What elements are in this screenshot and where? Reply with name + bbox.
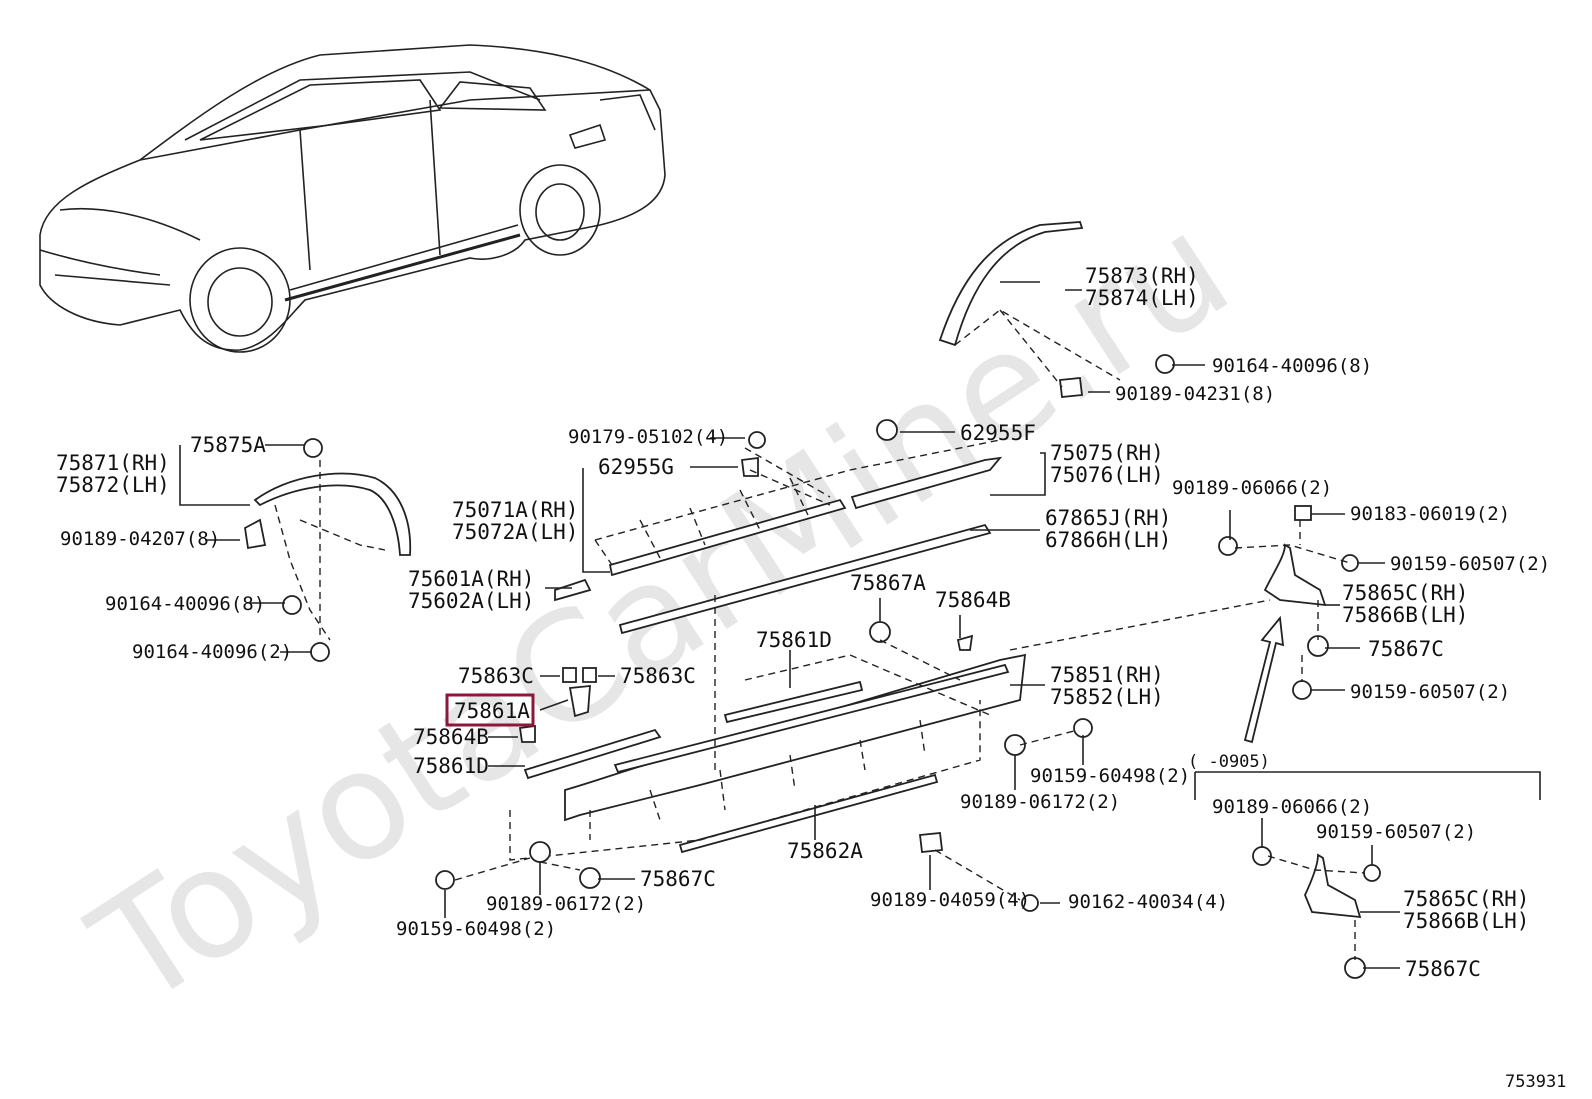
figure-number: 753931 xyxy=(1505,1072,1566,1092)
label-90189-06066-2-bot[interactable]: 90189-06066(2) xyxy=(1212,796,1372,818)
wheel-arch-molding-front xyxy=(253,460,412,641)
label-75867c-bot[interactable]: 75867C xyxy=(1405,957,1481,981)
label-75862a[interactable]: 75862A xyxy=(787,839,863,863)
bracket-75865c-bot xyxy=(1304,853,1362,919)
label-62955g[interactable]: 62955G xyxy=(598,455,674,479)
label-75852-lh[interactable]: 75852(LH) xyxy=(1050,685,1164,709)
label-75866b-lh-bot[interactable]: 75866B(LH) xyxy=(1403,909,1529,933)
label-62955f[interactable]: 62955F xyxy=(960,421,1036,445)
variant-bracket-frame xyxy=(1194,771,1541,800)
label-90159-60507-2-c[interactable]: 90159-60507(2) xyxy=(1316,821,1476,843)
label-75865c-rh-top[interactable]: 75865C(RH) xyxy=(1342,581,1468,605)
leader-lines xyxy=(179,289,1400,969)
label-75861d-top[interactable]: 75861D xyxy=(756,628,832,652)
label-90159-60498-2-mid[interactable]: 90159-60498(2) xyxy=(1030,765,1190,787)
label-75874-lh[interactable]: 75874(LH) xyxy=(1085,286,1199,310)
dashed-guides xyxy=(454,309,1366,960)
label-90179-05102-4[interactable]: 90179-05102(4) xyxy=(568,426,728,448)
fasteners xyxy=(244,354,1381,979)
highlight-box xyxy=(445,693,535,727)
label-90164-40096-8[interactable]: 90164-40096(8) xyxy=(105,593,265,615)
rocker-molding-upper xyxy=(618,523,992,635)
label-75076-lh[interactable]: 75076(LH) xyxy=(1050,463,1164,487)
bracket-75865c-top xyxy=(1263,543,1327,607)
label-90162-40034-4[interactable]: 90162-40034(4) xyxy=(1068,891,1228,913)
label-75871-rh[interactable]: 75871(RH) xyxy=(56,451,170,475)
label-67866h-lh[interactable]: 67866H(LH) xyxy=(1045,528,1171,552)
car-illustration xyxy=(39,44,666,353)
label-75861d[interactable]: 75861D xyxy=(413,754,489,778)
label-75867c-mid[interactable]: 75867C xyxy=(640,867,716,891)
variant-note: ( -0905) xyxy=(1188,752,1270,772)
arrow-up xyxy=(1243,615,1285,744)
label-75864b[interactable]: 75864B xyxy=(413,725,489,749)
label-75873-rh[interactable]: 75873(RH) xyxy=(1085,264,1199,288)
label-90189-04231-8[interactable]: 90189-04231(8) xyxy=(1115,383,1275,405)
label-90189-06172-2-mid[interactable]: 90189-06172(2) xyxy=(960,791,1120,813)
label-90159-60507-2-b[interactable]: 90159-60507(2) xyxy=(1350,681,1510,703)
label-90164-40096-2[interactable]: 90164-40096(2) xyxy=(132,641,292,663)
label-67865j-rh[interactable]: 67865J(RH) xyxy=(1045,506,1171,530)
label-90183-06019-2[interactable]: 90183-06019(2) xyxy=(1350,503,1510,525)
label-75863c-right[interactable]: 75863C xyxy=(620,664,696,688)
label-90189-06066-2-top[interactable]: 90189-06066(2) xyxy=(1172,477,1332,499)
label-75075-rh[interactable]: 75075(RH) xyxy=(1050,441,1164,465)
label-75602a-lh[interactable]: 75602A(LH) xyxy=(408,589,534,613)
label-75866b-lh-top[interactable]: 75866B(LH) xyxy=(1342,603,1468,627)
rocker-panel-main xyxy=(509,595,1027,861)
label-75875a[interactable]: 75875A xyxy=(190,433,266,457)
label-75867c-right[interactable]: 75867C xyxy=(1368,637,1444,661)
door-molding-upper xyxy=(594,439,1003,577)
label-90189-04207-8[interactable]: 90189-04207(8) xyxy=(60,528,220,550)
label-75867a[interactable]: 75867A xyxy=(850,571,926,595)
label-75071a-rh[interactable]: 75071A(RH) xyxy=(452,498,578,522)
wheel-arch-molding-rear xyxy=(938,221,1121,381)
small-molding-75601a xyxy=(554,578,592,602)
label-90159-60507-2-a[interactable]: 90159-60507(2) xyxy=(1390,553,1550,575)
label-90164-40096-8-top[interactable]: 90164-40096(8) xyxy=(1212,355,1372,377)
part-labels: 75873(RH) 75874(LH) 90164-40096(8) 90189… xyxy=(56,264,1566,1092)
label-90159-60498-2[interactable]: 90159-60498(2) xyxy=(396,918,556,940)
label-90189-06172-2[interactable]: 90189-06172(2) xyxy=(486,893,646,915)
label-75851-rh[interactable]: 75851(RH) xyxy=(1050,663,1164,687)
label-75863c-left[interactable]: 75863C xyxy=(458,664,534,688)
label-75861a[interactable]: 75861A xyxy=(454,699,530,723)
label-75601a-rh[interactable]: 75601A(RH) xyxy=(408,567,534,591)
label-75072a-lh[interactable]: 75072A(LH) xyxy=(452,520,578,544)
label-75872-lh[interactable]: 75872(LH) xyxy=(56,473,170,497)
label-90189-04059-4[interactable]: 90189-04059(4) xyxy=(870,889,1030,911)
label-75865c-rh-bot[interactable]: 75865C(RH) xyxy=(1403,887,1529,911)
label-75864b-top[interactable]: 75864B xyxy=(935,588,1011,612)
